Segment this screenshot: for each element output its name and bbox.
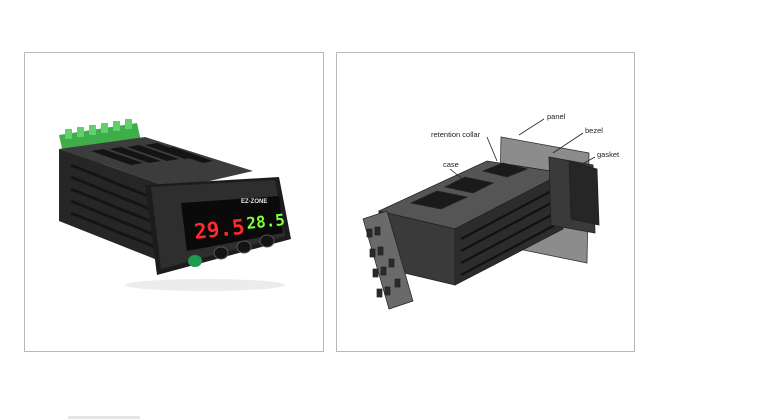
label-retention-collar: retention collar <box>431 130 481 139</box>
primary-display: 29.5 <box>193 215 246 244</box>
secondary-display: 28.5 <box>245 210 285 233</box>
front-buttons <box>188 234 275 267</box>
controller-photo: EZ-ZONE 29.5 28.5 <box>59 119 291 291</box>
label-panel: panel <box>547 112 566 121</box>
mounting-diagram: panel bezel retention collar gasket case <box>362 112 620 310</box>
label-case: case <box>443 160 459 169</box>
leader-lines <box>449 118 596 182</box>
bottom-tab-stub <box>68 416 140 419</box>
controller-housing <box>59 137 253 267</box>
mounting-diagram-frame: panel bezel retention collar gasket case <box>336 52 635 352</box>
controller-photo-frame: EZ-ZONE 29.5 28.5 <box>24 52 324 352</box>
green-button <box>188 255 202 267</box>
bezel-shape <box>548 156 600 234</box>
label-bezel: bezel <box>585 126 603 135</box>
front-bezel <box>145 177 291 275</box>
label-gasket: gasket <box>597 150 620 159</box>
brand-label: EZ-ZONE <box>241 199 267 205</box>
rear-connectors <box>362 210 414 310</box>
case-body <box>377 160 565 286</box>
